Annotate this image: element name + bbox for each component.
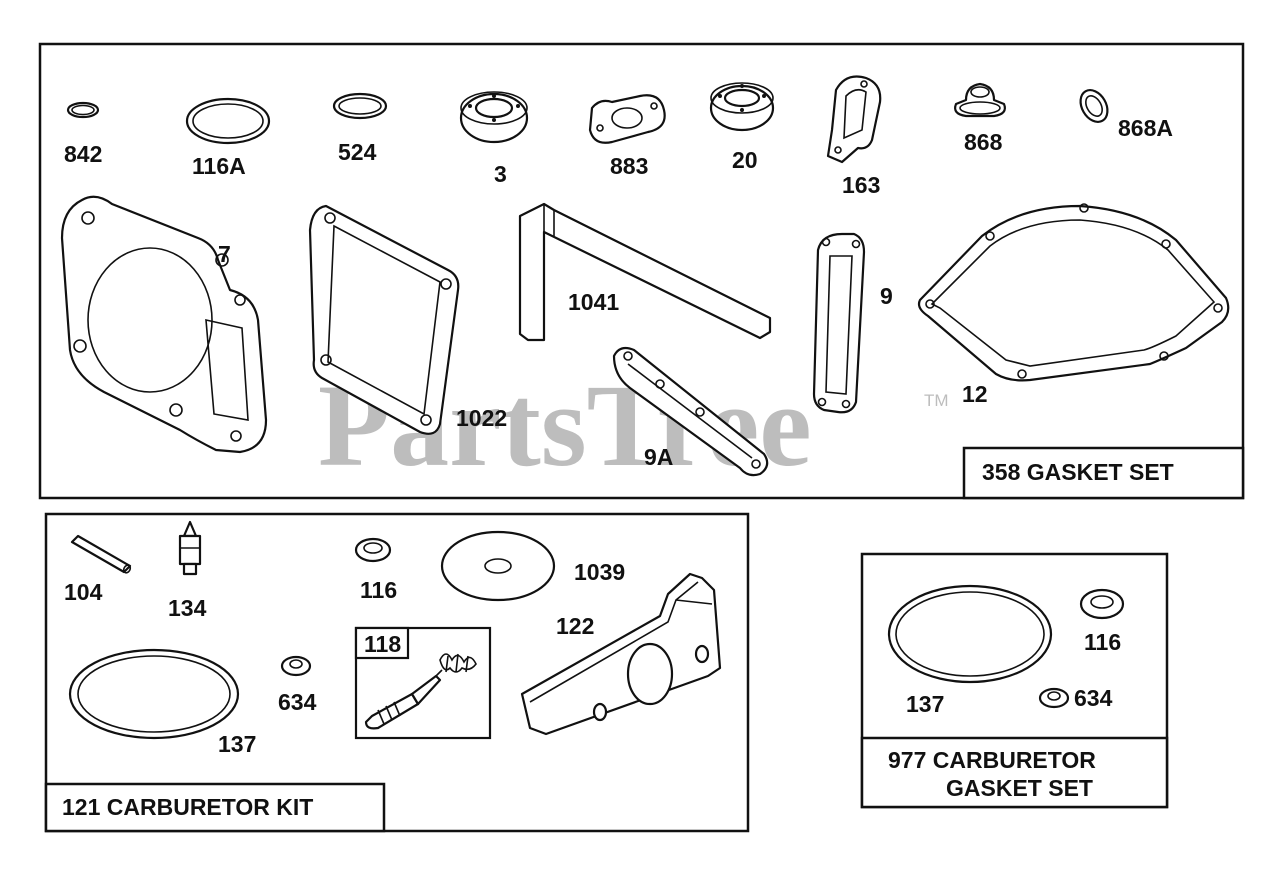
part-977-label-116: 116 (1084, 629, 1121, 655)
part-label-116: 116 (360, 577, 397, 603)
part-524-ring[interactable] (332, 92, 388, 120)
part-118-spring[interactable] (439, 653, 477, 673)
carburetor-kit-frame (44, 512, 750, 833)
part-9-rocker-gasket[interactable] (812, 232, 866, 414)
part-1022-breather-gasket[interactable] (308, 204, 460, 435)
part-977-116-washer[interactable] (1079, 588, 1125, 620)
part-9a-intake-gasket[interactable] (612, 346, 769, 477)
part-label-842: 842 (64, 141, 102, 167)
carb-gasket-set-title-box (860, 736, 1169, 809)
part-634-seal[interactable] (280, 655, 312, 677)
part-label-883: 883 (610, 153, 648, 179)
part-3-oil-seal[interactable] (459, 91, 529, 144)
watermark-trademark: TM (924, 391, 949, 410)
part-label-163: 163 (842, 172, 880, 198)
part-label-1041: 1041 (568, 289, 619, 315)
gasket-set-frame (38, 42, 1245, 500)
part-label-3: 3 (494, 161, 507, 187)
part-label-116a: 116A (192, 153, 246, 179)
gasket-set-title: 358 GASKET SET (982, 459, 1174, 485)
part-116-washer[interactable] (354, 537, 392, 563)
part-977-label-634: 634 (1074, 685, 1113, 711)
part-12-crankcase-gasket[interactable] (917, 203, 1230, 382)
part-label-20: 20 (732, 147, 758, 173)
carb-gasket-set-title-line2: GASKET SET (946, 775, 1093, 801)
part-label-12: 12 (962, 381, 988, 407)
part-label-134: 134 (168, 595, 207, 621)
part-label-7: 7 (218, 241, 231, 267)
part-label-1022: 1022 (456, 405, 507, 431)
part-122-spacer[interactable] (520, 572, 722, 736)
part-label-524: 524 (338, 139, 377, 165)
subkit-118-frame (354, 626, 492, 740)
subkit-118-label-box (354, 626, 410, 660)
part-20-oil-seal[interactable] (709, 82, 775, 132)
carb-gasket-set-title-line1: 977 CARBURETOR (888, 747, 1096, 773)
part-116a-ring[interactable] (185, 97, 271, 145)
part-label-1039: 1039 (574, 559, 625, 585)
part-104-pin[interactable] (70, 534, 132, 574)
part-label-122: 122 (556, 613, 594, 639)
part-label-9a: 9A (644, 444, 673, 470)
part-868-valve-seal[interactable] (954, 82, 1006, 118)
part-1041-seal-strip[interactable] (518, 202, 772, 342)
part-134-inlet-needle[interactable] (178, 520, 202, 576)
part-868a-washer[interactable] (1075, 85, 1113, 126)
part-label-9: 9 (880, 283, 893, 309)
part-label-634: 634 (278, 689, 317, 715)
part-1039-diaphragm[interactable] (440, 530, 556, 602)
part-163-gasket[interactable] (826, 75, 882, 164)
part-883-flange-gasket[interactable] (588, 94, 666, 144)
part-977-634-seal[interactable] (1038, 687, 1070, 709)
part-118-mixture-screw[interactable] (364, 669, 443, 730)
carburetor-kit-title-box (44, 782, 386, 833)
part-977-137-gasket[interactable] (887, 584, 1053, 684)
part-label-868a: 868A (1118, 115, 1173, 141)
part-label-104: 104 (64, 579, 103, 605)
carburetor-kit-title: 121 CARBURETOR KIT (62, 794, 313, 820)
gasket-set-title-box (962, 446, 1245, 500)
part-842-ring[interactable] (66, 101, 100, 119)
part-label-868: 868 (964, 129, 1003, 155)
part-7-cylinder-head-gasket[interactable] (60, 195, 268, 454)
part-label-137: 137 (218, 731, 256, 757)
part-977-label-137: 137 (906, 691, 944, 717)
part-137-float-bowl-gasket[interactable] (68, 648, 240, 740)
subkit-118-label: 118 (364, 631, 401, 657)
